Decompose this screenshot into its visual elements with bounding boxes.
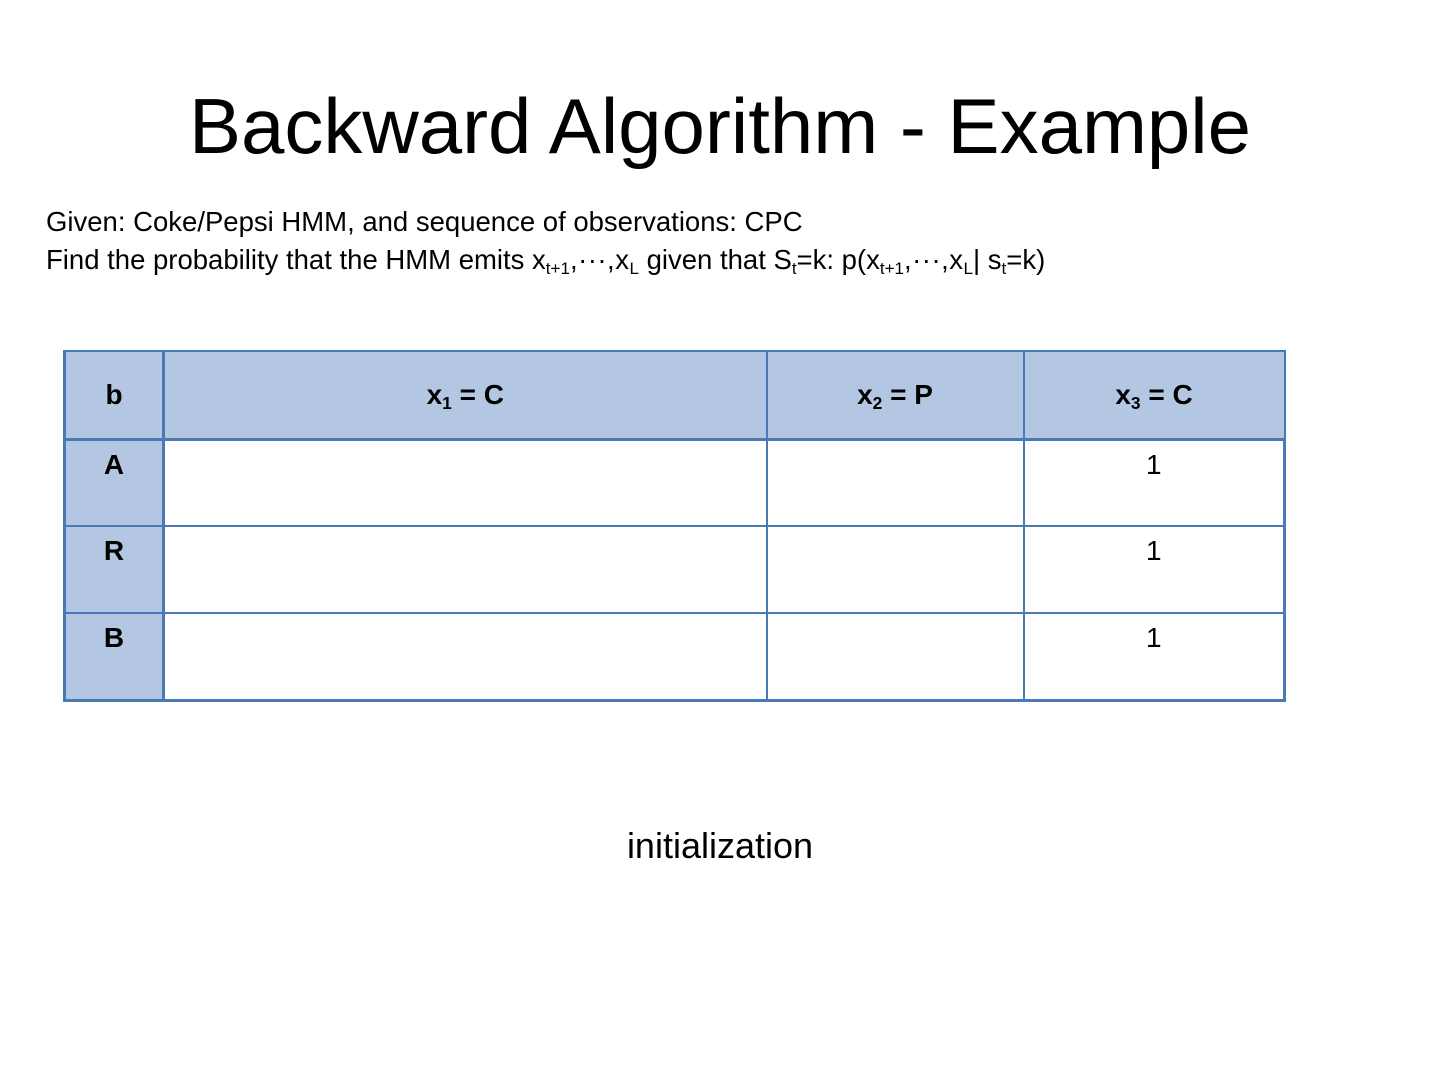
- find-line: Find the probability that the HMM emits …: [46, 241, 1406, 279]
- cell-a-x1: [162, 438, 768, 527]
- table-header-x2-tail: = P: [882, 378, 933, 410]
- row-label-b: B: [63, 612, 165, 702]
- page-title: Backward Algorithm - Example: [188, 82, 1252, 170]
- table-header-row: b x1 = C x2 = P x3 = C: [63, 350, 1286, 441]
- cell-r-x2: [765, 525, 1025, 614]
- cell-a-x3: 1: [1022, 438, 1286, 527]
- table-row: R 1: [63, 525, 1286, 614]
- table-header-x1-tail: = C: [451, 378, 504, 410]
- find-line-sub-6: t: [1001, 258, 1007, 278]
- cell-r-x3: 1: [1022, 525, 1286, 614]
- cell-b-x1: [162, 612, 768, 702]
- cell-b-x2: [765, 612, 1025, 702]
- backward-dp-table: b x1 = C x2 = P x3 = C A 1 R 1 B 1: [63, 350, 1286, 702]
- table-corner-label: b: [63, 350, 165, 441]
- table-header-x2-sub: 2: [872, 392, 883, 413]
- given-line: Given: Coke/Pepsi HMM, and sequence of o…: [46, 206, 803, 237]
- cell-a-x2: [765, 438, 1025, 527]
- find-line-part-b: ,···,x: [569, 244, 630, 275]
- find-line-sub-1: t+1: [545, 258, 570, 278]
- table-header-x3-base: x: [1115, 378, 1131, 410]
- slide-caption: initialization: [626, 825, 814, 866]
- find-line-part-a: Find the probability that the HMM emits …: [46, 244, 546, 275]
- table-header-x1-base: x: [426, 378, 443, 410]
- table-header-x2: x2 = P: [765, 350, 1025, 441]
- find-line-part-e: ,···,x: [904, 244, 964, 275]
- table-header-x2-base: x: [857, 378, 873, 410]
- cell-r-x1: [162, 525, 768, 614]
- table-header-x1: x1 = C: [162, 350, 768, 441]
- find-line-part-f: | s: [973, 244, 1002, 275]
- table-row: A 1: [63, 438, 1286, 527]
- table-body: A 1 R 1 B 1: [63, 438, 1286, 702]
- find-line-sub-2: L: [629, 258, 639, 278]
- find-line-part-d: =k: p(x: [796, 244, 880, 275]
- table-header-x1-sub: 1: [442, 392, 452, 413]
- table-header-x3: x3 = C: [1022, 350, 1286, 441]
- table-header: b x1 = C x2 = P x3 = C: [63, 350, 1286, 441]
- table-header-x3-tail: = C: [1140, 378, 1193, 410]
- row-label-r: R: [63, 525, 165, 614]
- cell-b-x3: 1: [1022, 612, 1286, 702]
- find-line-part-c: given that S: [638, 244, 792, 275]
- find-line-sub-4: t+1: [879, 258, 904, 278]
- find-line-sub-5: L: [963, 258, 973, 278]
- problem-statement: Given: Coke/Pepsi HMM, and sequence of o…: [46, 203, 1406, 279]
- table-header-x3-sub: 3: [1130, 392, 1141, 413]
- find-line-sub-3: t: [791, 258, 797, 278]
- table-row: B 1: [63, 612, 1286, 702]
- row-label-a: A: [63, 438, 165, 527]
- find-line-part-g: =k): [1006, 244, 1046, 275]
